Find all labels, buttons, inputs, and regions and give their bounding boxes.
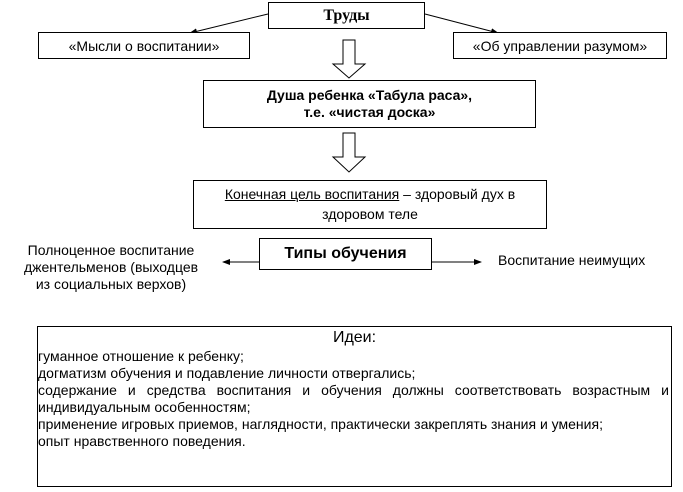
goal-box: Конечная цель воспитания – здоровый дух … (193, 180, 547, 229)
types-title: Типы обучения (284, 245, 407, 262)
work-box-right: «Об управлении разумом» (453, 32, 667, 59)
idea-item-3: содержание и средства воспитания и обуче… (38, 382, 669, 415)
type-right-text: Воспитание неимущих (498, 252, 646, 268)
goal-rest: – здоровый дух в (399, 186, 516, 202)
idea-item-4: применение игровых приемов, наглядности,… (38, 416, 603, 432)
type-left-line-3: из социальных верхов) (35, 276, 187, 292)
arrow-to-right-work (424, 13, 499, 35)
type-left-line-2: джентельменов (выходцев (23, 259, 199, 275)
work-title-right: «Об управлении разумом» (472, 37, 648, 54)
idea-item-1: гуманное отношение к ребенку; (38, 348, 244, 364)
ideas-box: Идеи: гуманное отношение к ребенку; догм… (37, 326, 672, 487)
idea-item-2: догматизм обучения и подавление личности… (38, 365, 416, 381)
soul-line-1: Душа ребенка «Табула раса», (266, 87, 473, 103)
arrow-to-left-work (189, 13, 269, 35)
ideas-list: гуманное отношение к ребенку; догматизм … (38, 348, 669, 450)
types-box: Типы обучения (259, 238, 432, 270)
works-title: Труды (323, 6, 370, 24)
goal-line-1: Конечная цель воспитания – здоровый дух … (194, 184, 546, 204)
goal-underlined: Конечная цель воспитания (224, 186, 400, 202)
type-left-line-1: Полноценное воспитание (27, 242, 195, 258)
type-left-text: Полноценное воспитание джентельменов (вы… (2, 242, 220, 293)
goal-line-2: здоровом теле (322, 206, 418, 222)
work-box-left: «Мысли о воспитании» (38, 32, 250, 59)
ideas-title: Идеи: (332, 329, 377, 346)
works-title-box: Труды (268, 2, 425, 29)
work-title-left: «Мысли о воспитании» (68, 37, 220, 54)
soul-line-2: т.е. «чистая доска» (303, 104, 436, 120)
block-arrow-down-2 (331, 132, 367, 173)
soul-box: Душа ребенка «Табула раса», т.е. «чистая… (203, 80, 536, 128)
block-arrow-down-1 (331, 39, 367, 79)
idea-item-5: опыт нравственного поведения. (38, 433, 246, 449)
